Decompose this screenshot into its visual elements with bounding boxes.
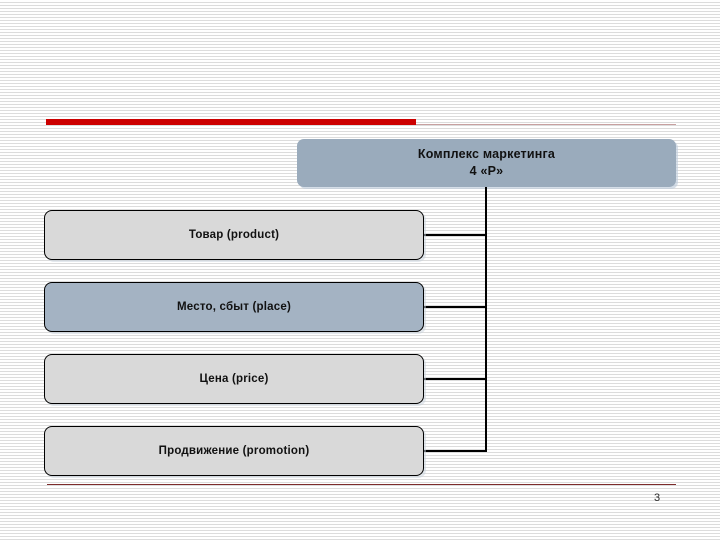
- diagram-item-label: Товар (product): [188, 229, 280, 241]
- diagram-title-box: Комплекс маркетинга 4 «Р»: [297, 139, 676, 187]
- diagram-title-line-2: 4 «Р»: [469, 164, 504, 178]
- diagram-item-promotion: Продвижение (promotion): [44, 426, 424, 476]
- diagram-item-place: Место, сбыт (place): [44, 282, 424, 332]
- diagram-item-product: Товар (product): [44, 210, 424, 260]
- top-red-accent-bar: [46, 119, 416, 125]
- connector-branch-promotion: [424, 450, 486, 452]
- diagram-title-text: Комплекс маркетинга 4 «Р»: [418, 146, 555, 180]
- bottom-rule: [47, 484, 676, 485]
- diagram-title-line-1: Комплекс маркетинга: [417, 147, 556, 162]
- diagram-item-label: Продвижение (promotion): [158, 445, 310, 457]
- connector-vertical-trunk: [485, 187, 487, 452]
- diagram-item-label: Цена (price): [199, 373, 269, 385]
- connector-branch-place: [424, 306, 486, 308]
- page-number: 3: [653, 492, 661, 504]
- diagram-item-label: Место, сбыт (place): [177, 301, 291, 313]
- diagram-item-price: Цена (price): [44, 354, 424, 404]
- connector-branch-price: [424, 378, 486, 380]
- connector-branch-product: [424, 234, 486, 236]
